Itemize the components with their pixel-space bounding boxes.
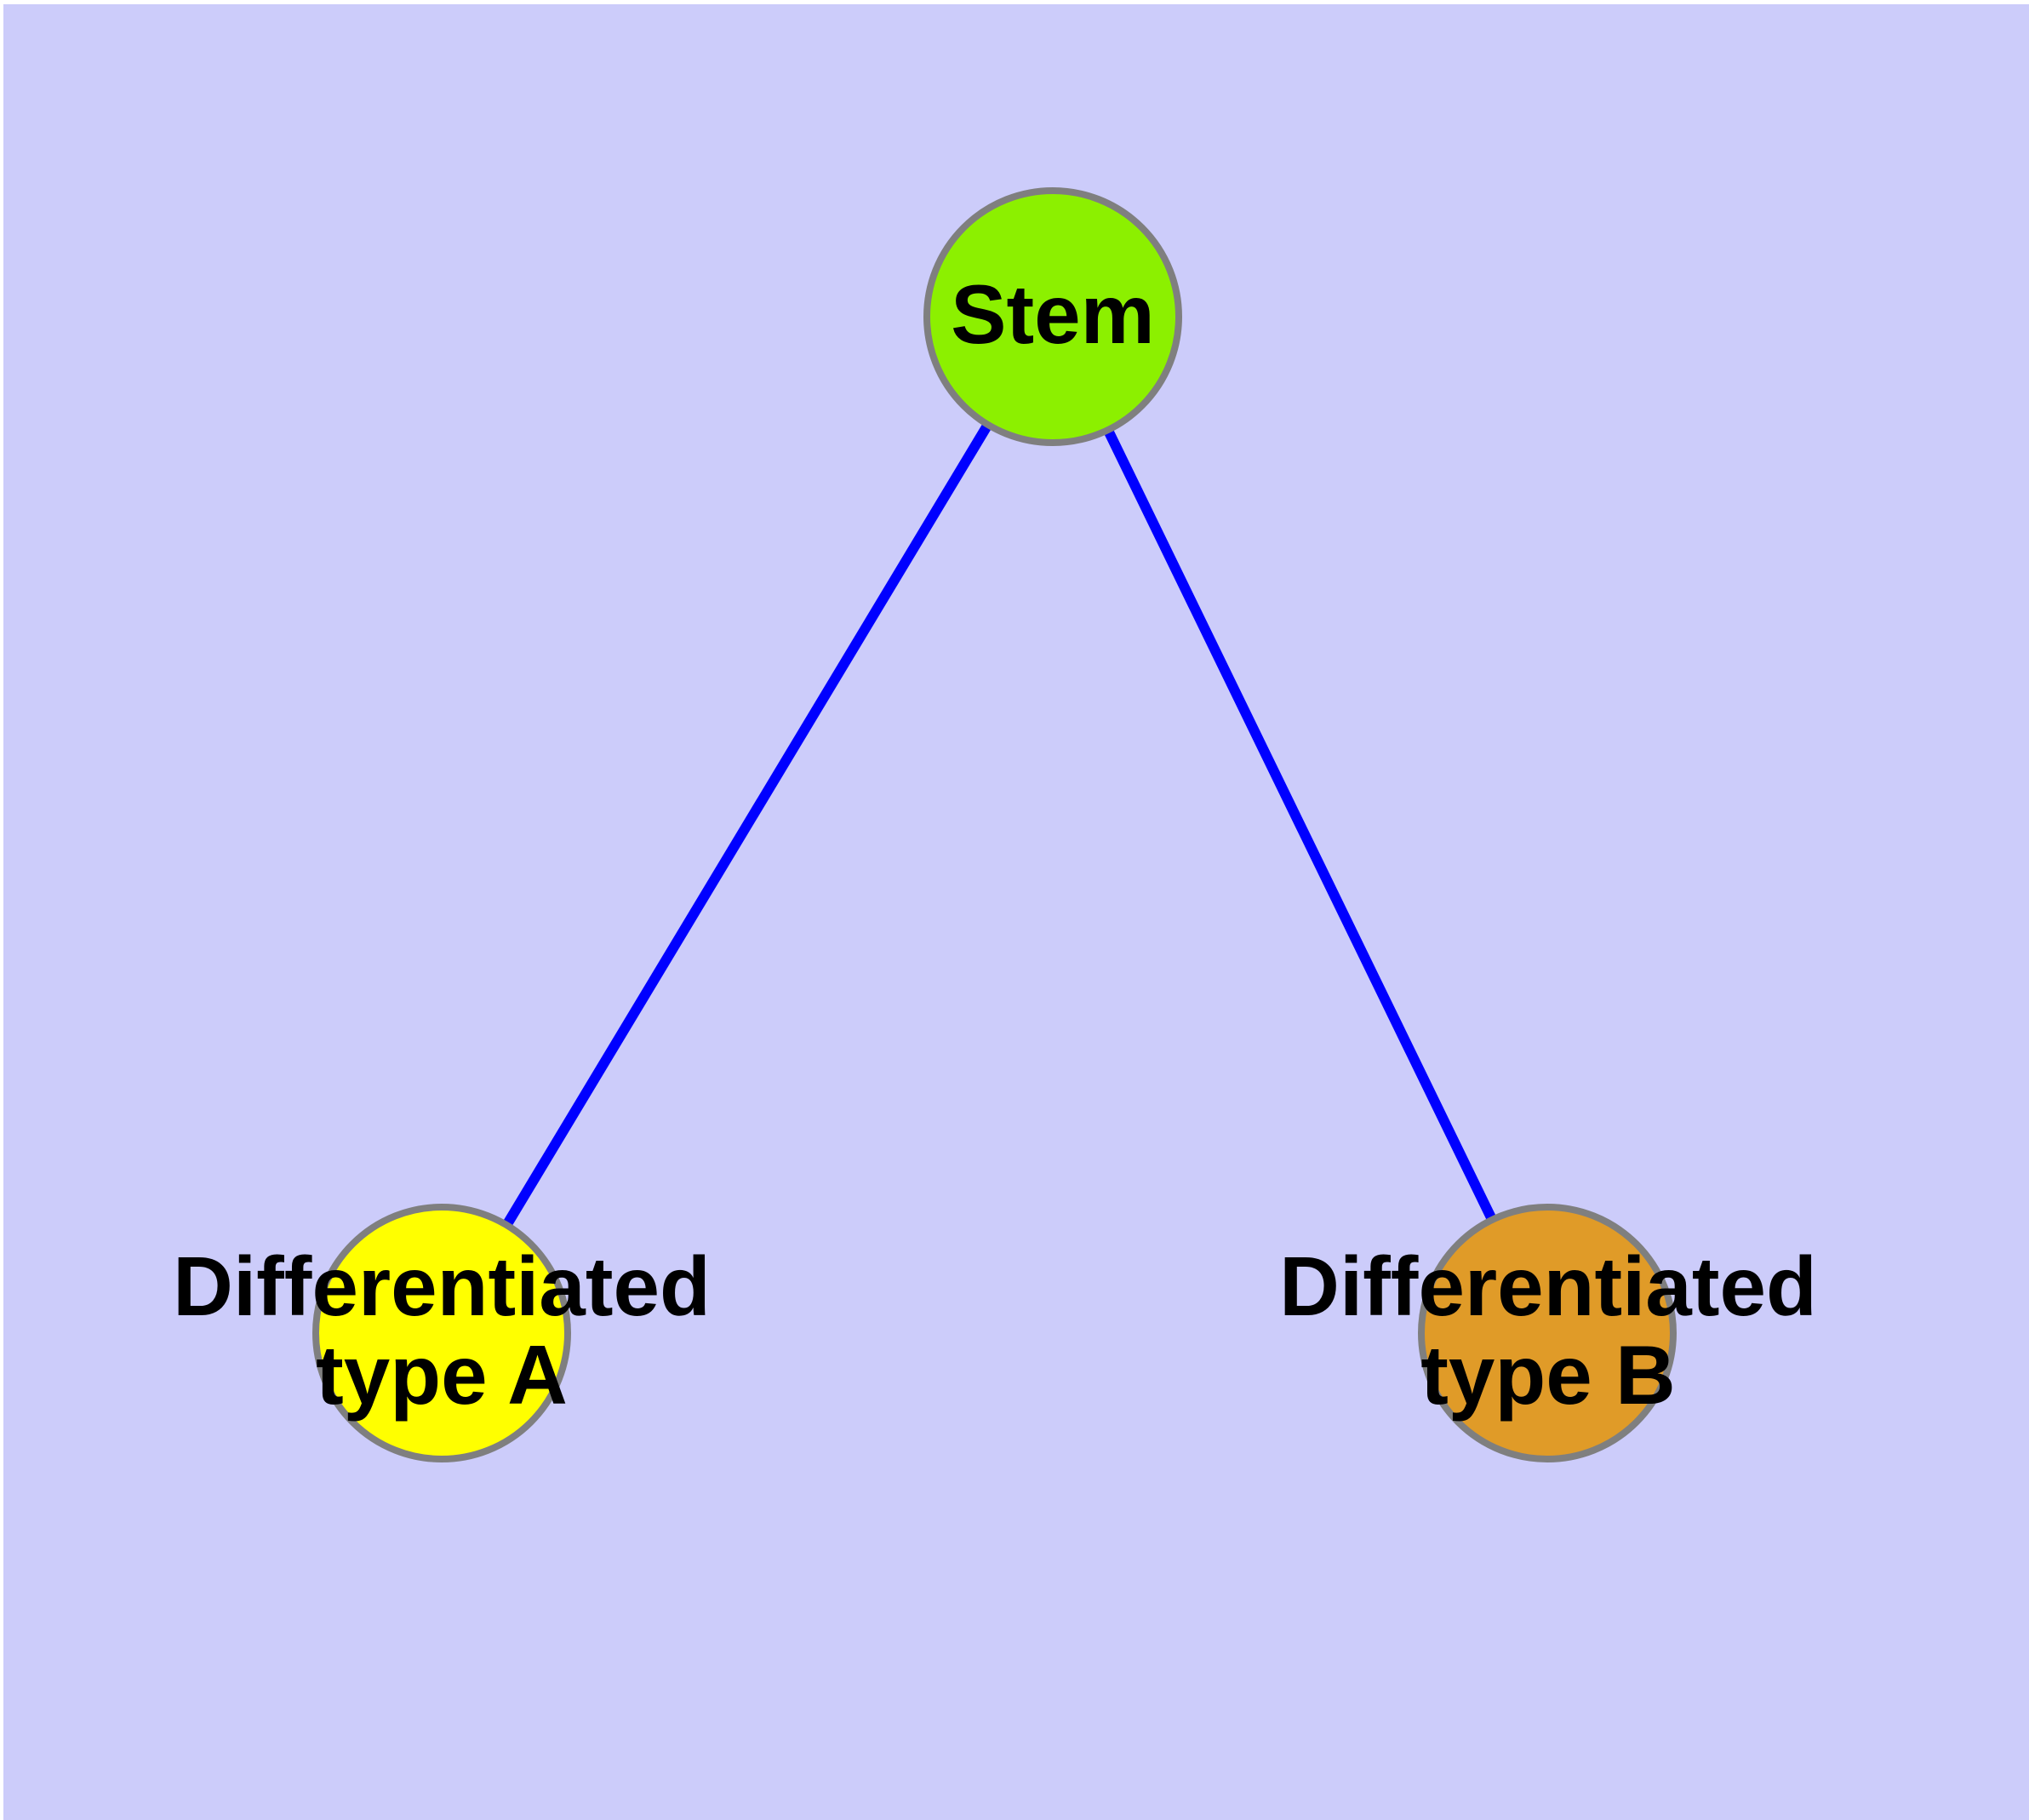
edge-stem-to-differentiated-type-b — [1048, 314, 1552, 1336]
node-differentiated-type-b[interactable] — [1418, 1204, 1677, 1462]
node-differentiated-type-a[interactable] — [312, 1204, 571, 1462]
edge-layer — [437, 313, 1552, 1336]
node-stem[interactable] — [923, 187, 1182, 446]
node-layer — [312, 187, 1677, 1462]
edge-stem-to-differentiated-type-a — [437, 313, 1058, 1336]
